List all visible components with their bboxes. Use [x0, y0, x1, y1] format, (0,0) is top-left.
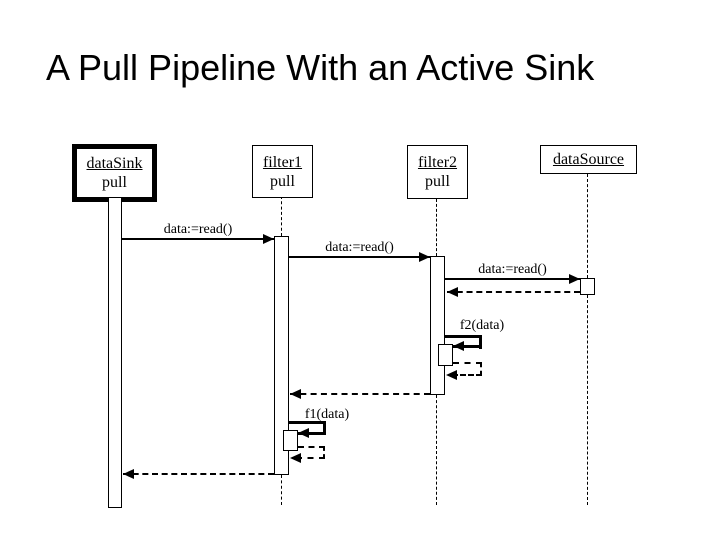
message-line-read-1	[122, 238, 274, 240]
arrowhead-return-filter2-filter1	[290, 389, 301, 399]
return-line-filter1-datasink	[123, 473, 274, 475]
selfcall-f1-top-line	[289, 421, 326, 424]
activation-bar-filter2-nested	[438, 344, 453, 366]
arrowhead-return-datasource-filter2	[447, 287, 458, 297]
selfcall-f2-bottom-line	[453, 345, 482, 348]
object-box-filter1: filter1 pull	[252, 145, 313, 198]
arrowhead-f1-selfcall	[298, 428, 309, 438]
activation-bar-filter1-nested	[283, 430, 298, 451]
activation-bar-datasource	[580, 278, 595, 295]
activation-bar-datasink	[108, 197, 122, 508]
selfreturn-f2-right-line	[480, 362, 482, 376]
message-label-f1: f1(data)	[304, 407, 350, 422]
object-stereotype-datasink: pull	[102, 174, 127, 191]
lifeline-filter2-upper	[436, 199, 437, 256]
selfreturn-f2-top-line	[453, 362, 482, 364]
arrowhead-read-1	[263, 234, 274, 244]
arrowhead-f2-selfcall	[453, 341, 464, 351]
selfreturn-f2-bottom-line	[452, 374, 482, 376]
selfreturn-f1-right-line	[323, 446, 325, 459]
object-stereotype-filter2: pull	[425, 173, 450, 190]
selfreturn-f1-top-line	[298, 446, 325, 448]
object-name-datasink: dataSink	[86, 155, 143, 172]
message-line-read-3	[445, 278, 580, 280]
message-label-f2: f2(data)	[459, 318, 505, 333]
selfcall-f2-top-line	[445, 335, 482, 338]
selfreturn-f1-bottom-line	[296, 457, 325, 459]
activation-bar-filter2	[430, 256, 445, 395]
return-line-datasource-filter2	[447, 291, 580, 293]
object-name-filter2: filter2	[417, 154, 458, 171]
activation-bar-filter1	[274, 236, 289, 475]
arrowhead-return-filter1-datasink	[123, 469, 134, 479]
object-stereotype-filter1: pull	[270, 172, 295, 190]
object-box-datasource: dataSource	[540, 145, 637, 174]
selfcall-f1-bottom-line	[298, 432, 326, 435]
return-line-filter2-filter1	[290, 393, 430, 395]
message-line-read-2	[289, 256, 430, 258]
selfcall-f1-right-line	[323, 421, 326, 435]
arrowhead-read-3	[569, 274, 580, 284]
arrowhead-read-2	[419, 252, 430, 262]
object-box-filter2: filter2 pull	[407, 145, 468, 199]
lifeline-filter2-lower	[436, 395, 437, 505]
arrowhead-f2-selfreturn	[446, 370, 457, 380]
message-label-read-2: data:=read()	[325, 240, 394, 255]
lifeline-filter1-upper	[281, 196, 282, 236]
object-name-datasource: dataSource	[552, 151, 625, 168]
lifeline-datasource-lower	[587, 295, 588, 505]
object-name-filter1: filter1	[262, 153, 303, 171]
lifeline-datasource-upper	[587, 174, 588, 278]
selfcall-f2-right-line	[479, 335, 482, 349]
arrowhead-f1-selfreturn	[290, 453, 301, 463]
slide-title: A Pull Pipeline With an Active Sink	[46, 47, 595, 88]
object-box-datasink: dataSink pull	[72, 144, 157, 202]
message-label-read-1: data:=read()	[163, 222, 233, 237]
lifeline-filter1-lower	[281, 475, 282, 505]
message-label-read-3: data:=read()	[478, 262, 547, 277]
